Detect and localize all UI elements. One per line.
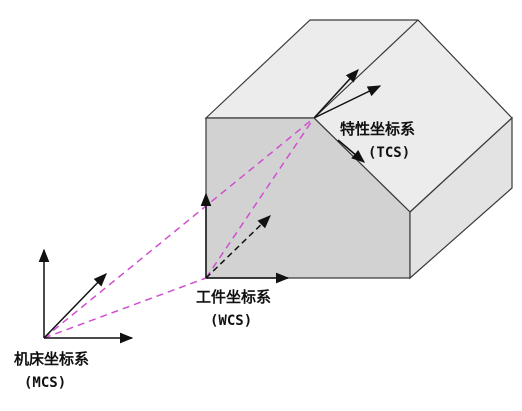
tcs-axes bbox=[313, 69, 382, 163]
wcs-y-axis bbox=[205, 215, 271, 279]
origin-links bbox=[43, 117, 315, 339]
mcs-y-axis bbox=[43, 273, 107, 339]
tcs-axis-2 bbox=[313, 85, 382, 119]
wcs-axes bbox=[200, 192, 290, 284]
link-mcs-to-wcs bbox=[43, 277, 207, 339]
wcs-abbr-label: (WCS) bbox=[210, 313, 252, 329]
mcs-label: 机床坐标系 bbox=[14, 350, 89, 368]
mcs-axes bbox=[38, 248, 134, 344]
tcs-axis-1 bbox=[313, 69, 359, 119]
tcs-label: 特性坐标系 bbox=[340, 120, 415, 138]
block-right-face bbox=[409, 116, 513, 280]
block-ridge-edge bbox=[313, 19, 419, 119]
link-mcs-to-tcs bbox=[43, 117, 315, 339]
mcs-abbr-label: (MCS) bbox=[24, 375, 66, 391]
workpiece-block bbox=[204, 19, 513, 280]
tcs-abbr-label: (TCS) bbox=[368, 145, 410, 161]
link-wcs-to-tcs bbox=[205, 117, 315, 279]
tcs-axis-3 bbox=[337, 139, 366, 163]
wcs-label: 工件坐标系 bbox=[196, 288, 271, 306]
